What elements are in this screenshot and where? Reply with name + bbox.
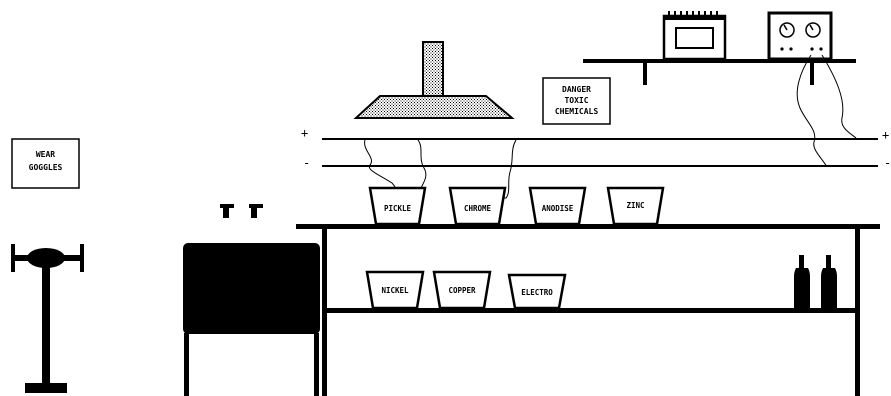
goggles-sign-line-2: GOGGLES: [29, 163, 63, 172]
negative-rail-label-right: -: [884, 156, 891, 170]
danger-sign-line-1: DANGER: [562, 85, 591, 94]
tank-electro[interactable]: ELECTRO: [507, 273, 567, 310]
bottle-right[interactable]: [821, 255, 837, 308]
tank-zinc[interactable]: ZINC: [606, 186, 665, 226]
tank-pickle[interactable]: PICKLE: [368, 186, 427, 226]
tank-label: COPPER: [448, 286, 476, 295]
bottle-left[interactable]: [794, 255, 810, 308]
wear-goggles-sign[interactable]: WEAR GOGGLES: [11, 138, 80, 189]
negative-rail: [322, 165, 878, 167]
tank-label: PICKLE: [384, 204, 412, 213]
danger-sign[interactable]: DANGER TOXIC CHEMICALS: [542, 77, 611, 125]
workbench: [296, 224, 880, 396]
negative-rail-label-left: -: [303, 156, 310, 170]
polishing-stand[interactable]: [11, 244, 84, 393]
meter-box[interactable]: [767, 11, 833, 61]
tank-label: NICKEL: [381, 286, 409, 295]
danger-sign-line-2: TOXIC: [564, 96, 588, 105]
danger-sign-line-3: CHEMICALS: [555, 107, 599, 116]
rectifier-vents: [668, 11, 718, 17]
tank-chrome[interactable]: CHROME: [448, 186, 507, 226]
positive-rail-label-left: +: [301, 126, 308, 140]
rectifier-unit[interactable]: [662, 11, 727, 61]
tap-right[interactable]: [249, 204, 263, 218]
tank-label: ANODISE: [542, 204, 574, 213]
tank-copper[interactable]: COPPER: [432, 270, 492, 310]
positive-rail-label-right: +: [882, 128, 889, 142]
fume-hood[interactable]: [353, 41, 515, 119]
goggles-sign-line-1: WEAR: [36, 150, 55, 159]
sink[interactable]: [183, 243, 320, 396]
tank-nickel[interactable]: NICKEL: [365, 270, 425, 310]
tank-label: CHROME: [464, 204, 492, 213]
tank-label: ZINC: [626, 201, 644, 210]
tank-anodise[interactable]: ANODISE: [528, 186, 587, 226]
meter-wires: [796, 54, 857, 168]
tank-label: ELECTRO: [521, 288, 553, 297]
positive-rail: [322, 138, 878, 140]
tap-left[interactable]: [220, 204, 234, 218]
upper-shelf: [583, 59, 856, 85]
